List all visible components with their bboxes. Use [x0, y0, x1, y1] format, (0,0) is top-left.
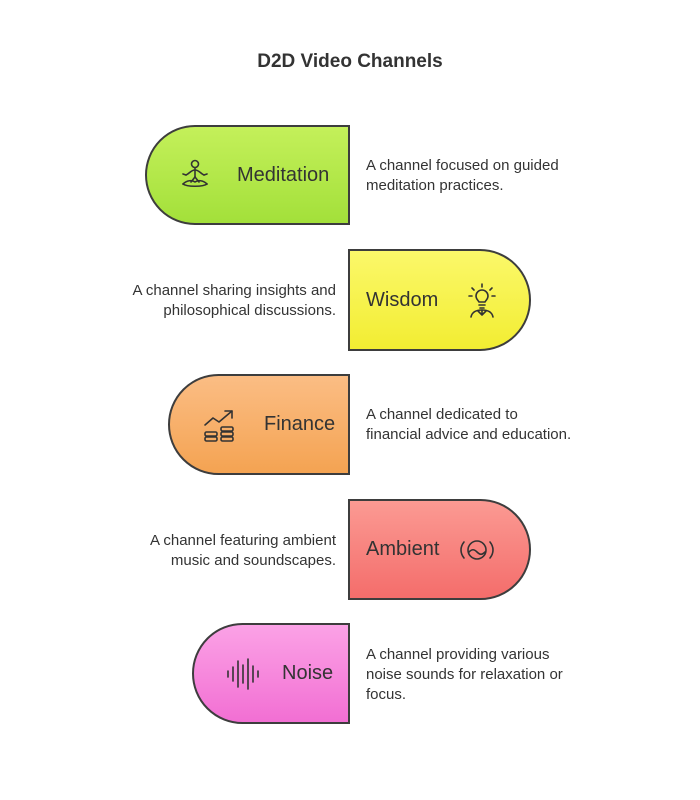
- lightbulb-person-icon: [462, 280, 502, 320]
- sound-wave-icon: [222, 654, 262, 694]
- channel-label: Meditation: [237, 163, 330, 186]
- channel-label: Finance: [264, 413, 336, 435]
- channel-description: A channel providing various noise sounds…: [366, 646, 563, 703]
- channel-description: A channel focused on guided meditation p…: [366, 157, 559, 194]
- channel-label: Noise: [282, 662, 334, 684]
- channel-noise: Noise: [192, 623, 350, 724]
- diagram-title: D2D Video Channels: [257, 51, 443, 72]
- channel-ambient: Ambient: [348, 499, 531, 600]
- channel-finance: Finance: [168, 374, 350, 475]
- ambient-sound-icon: [457, 530, 497, 570]
- channel-description: A channel dedicated to financial advice …: [366, 406, 572, 443]
- channel-description: A channel featuring ambient music and so…: [150, 532, 336, 569]
- channel-description: A channel sharing insights and philosoph…: [132, 282, 336, 319]
- meditation-icon: [175, 155, 215, 195]
- channel-label: Wisdom: [366, 288, 439, 311]
- growth-coins-icon: [200, 405, 240, 445]
- channel-meditation: Meditation: [145, 125, 350, 225]
- channel-label: Ambient: [366, 538, 440, 560]
- channel-wisdom: Wisdom: [348, 249, 531, 351]
